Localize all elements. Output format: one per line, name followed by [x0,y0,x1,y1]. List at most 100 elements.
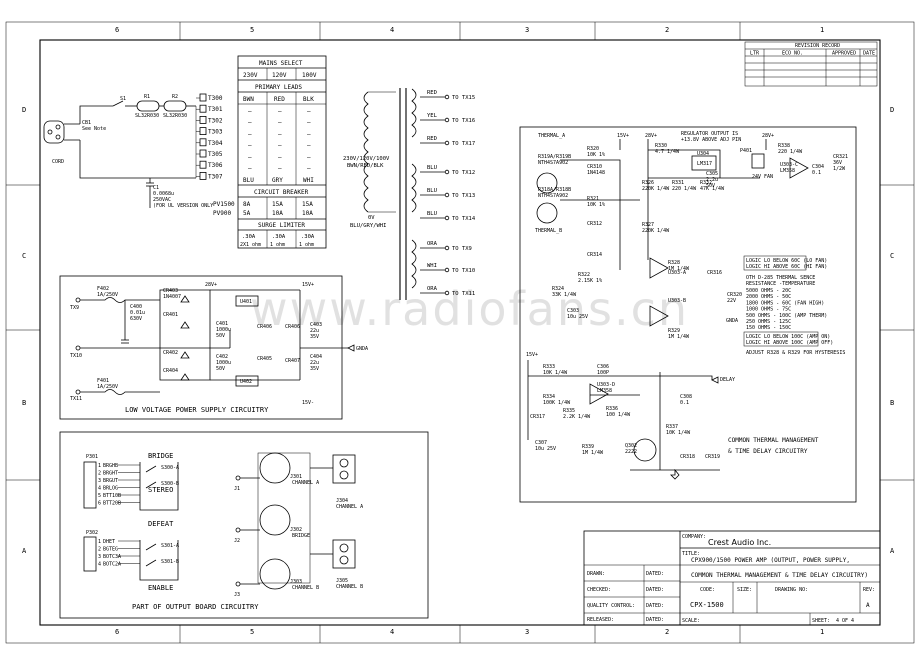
mains-dash-cell: – [307,143,311,150]
j301-label: J301 [290,474,302,480]
r332-label: R332 [700,180,712,186]
model-pv1500: PV1500 [213,201,235,208]
p301-pin-signal: BTT20B [103,501,121,507]
s300a-label: S300-A [161,465,179,471]
color-whi: WHI [303,177,314,184]
r336-value: 100 1/4W [606,412,631,418]
r339-label: R339 [582,444,594,450]
grid-column-marker: 6 [115,26,119,34]
limiter-230-ohm: 2X1 ohm [240,242,261,248]
c307-label: C307 [535,440,547,446]
terminal-block [199,93,207,102]
color-gry: GRY [272,177,283,184]
r318-label: R318A/R318B [538,187,571,193]
r320-label: R320 [587,146,599,152]
lead-blk: BLK [303,96,314,103]
volt-120: 120V [272,72,287,79]
p302-label: P302 [86,530,98,536]
power-transformer: 230V/120V/100V BWN/RED/BLK 0V BLU/GRY/WH… [343,88,476,300]
dated-1: DATED: [646,571,664,577]
breaker-900-230: 5A [243,210,251,217]
resistance-row: 2000 OHMS - 50C [746,294,791,300]
tap-destination: TO TX9 [452,246,472,252]
limiter-100-ohm: 1 ohm [299,242,314,248]
lead-bwn: BWN [243,96,254,103]
terminal-block [199,138,207,147]
p302-pin-signal: BOTC3A [103,554,121,560]
c305-value: 2.2u [706,177,718,183]
s1-label: S1 [120,96,126,102]
enable-label: ENABLE [148,584,173,592]
c1-note: (FOR UL VERSION ONLY [153,203,213,209]
c306-value: 100P [597,370,609,376]
rev-value: A [866,602,870,609]
mains-dash-cell: – [278,108,282,115]
grid-row-marker: B [22,399,26,407]
r318-ntc: NTH4S7A902 [538,193,568,199]
q302-value: 2222 [625,449,637,455]
p302-pin-label: 3 [98,554,101,560]
revision-title: REVISION RECORD [795,43,840,49]
volt-100: 100V [302,72,317,79]
c403-voltage: 35V [310,334,319,340]
model-pv900: PV900 [213,210,231,217]
p301-pin-signal: BRGHT [103,471,118,477]
scale-label: SCALE: [682,618,700,624]
mains-dash-cell: – [248,154,252,161]
r326-label: R326 [642,180,654,186]
tap-color: ORA [427,286,438,292]
r330-label: R330 [655,143,667,149]
cb1-note: See Note [82,126,106,132]
zero-volt-label: 0V [368,215,375,221]
defeat-label: DEFEAT [148,520,174,528]
r1-value: SL32R030 [135,113,159,119]
r338-label: R338 [778,143,790,149]
grid-column-marker: 4 [390,26,394,34]
grid-column-marker: 1 [820,628,824,636]
mains-dash-cell: – [248,131,252,138]
revision-col-eco: ECO NO. [782,51,803,57]
r335-value: 2.2K 1/4W [563,414,591,420]
j301-channel: CHANNEL A [292,480,319,486]
tap-destination: TO TX14 [452,216,476,222]
r320-value: 10K 1% [587,152,605,158]
terminal-label: T302 [208,117,223,124]
delay-15v: 15V+ [526,352,538,358]
r324-label: R324 [552,286,564,292]
dated-3: DATED: [646,603,664,609]
lv-15v-plus: 15V+ [302,282,314,288]
terminal-block [199,116,207,124]
cr321-label: CR321 [833,154,848,160]
j1-label: J1 [234,486,240,492]
c308-value: 0.1 [680,400,689,406]
limiter-120-ohm: 1 ohm [270,242,285,248]
s301a-label: S301-A [161,543,179,549]
r338-value: 220 1/4W [778,149,803,155]
r329-value: 1M 1/4W [668,334,690,340]
terminal-block [199,127,207,135]
grid-column-marker: 5 [250,628,254,636]
u303c-label: U303-C [780,162,798,168]
c402-label: C402 [216,354,228,360]
r335-label: R335 [563,408,575,414]
terminal-label: T300 [208,95,223,102]
adjust-note: ADJUST R328 & R329 FOR HYSTERESIS [746,350,845,356]
grid-column-marker: 3 [525,628,529,636]
tap-destination: TO TX10 [452,268,475,274]
tap-destination: TO TX12 [452,170,475,176]
breaker-1500-230: 8A [243,201,251,208]
r329-label: R329 [668,328,680,334]
grid-column-marker: 1 [820,26,824,34]
cr406-label: CR406 [257,324,272,330]
revision-col-ltr: LTR [750,51,760,57]
fan-label: 24V FAN [752,174,773,180]
mains-dash-cell: – [248,143,252,150]
f402-label: F402 [97,286,109,292]
amp-logic-hi: LOGIC HI ABOVE 100C (AMP OFF) [746,340,833,346]
sheet-label: SHEET: [812,618,830,624]
r334-label: R334 [543,394,555,400]
p302-pin-signal: DHET [103,539,115,545]
grid-column-marker: 3 [525,26,529,34]
mains-dash-cell: – [278,143,282,150]
resistance-row: 1000 OHMS - 75C [746,307,791,313]
